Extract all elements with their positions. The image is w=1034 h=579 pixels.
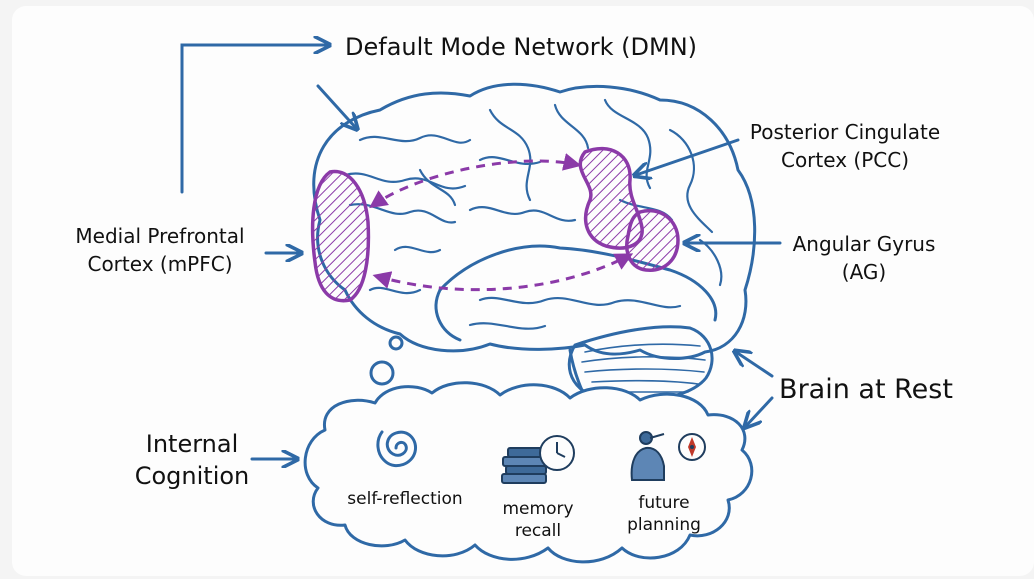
rest-to-cloud-arrow <box>746 396 774 426</box>
spiral-icon <box>376 430 418 468</box>
future-planning-line1: future <box>638 493 689 513</box>
ag-label-line1: Angular Gyrus <box>793 232 936 256</box>
rest-to-brain-arrow <box>736 352 774 378</box>
ag-label-line2: (AG) <box>842 260 886 284</box>
internal-cognition-line2: Cognition <box>135 462 250 490</box>
card-background <box>12 6 1034 576</box>
internal-cognition-line1: Internal <box>146 430 239 458</box>
pcc-label-line2: Cortex (PCC) <box>781 148 909 172</box>
cerebellum-folds <box>581 343 706 393</box>
region-ag <box>625 208 680 272</box>
memory-recall-line2: recall <box>515 521 561 541</box>
bracket-arrow-to-title <box>180 45 328 194</box>
connection-top <box>369 153 582 209</box>
highlight-regions <box>310 146 680 303</box>
memory-recall-line1: memory <box>502 499 573 519</box>
dmn-connections <box>369 153 634 292</box>
self-reflection-label: self-reflection <box>347 489 462 509</box>
pcc-label-line1: Posterior Cingulate <box>750 120 940 144</box>
person-compass-icon <box>630 431 706 481</box>
diagram-title: Default Mode Network (DMN) <box>345 33 697 61</box>
books-clock-icon <box>501 435 575 484</box>
pcc-arrow <box>636 138 740 175</box>
brain-outline <box>312 82 757 360</box>
mpfc-label-line1: Medial Prefrontal <box>75 224 244 248</box>
connection-bottom <box>372 253 634 292</box>
brain-at-rest-label: Brain at Rest <box>779 374 953 405</box>
pointer-arrows <box>180 45 782 459</box>
thought-bubbles <box>369 335 404 386</box>
future-planning-line2: planning <box>627 515 701 535</box>
region-mpfc <box>310 169 371 303</box>
mpfc-label-line2: Cortex (mPFC) <box>87 252 232 276</box>
title-to-brain-arrow <box>316 84 356 128</box>
